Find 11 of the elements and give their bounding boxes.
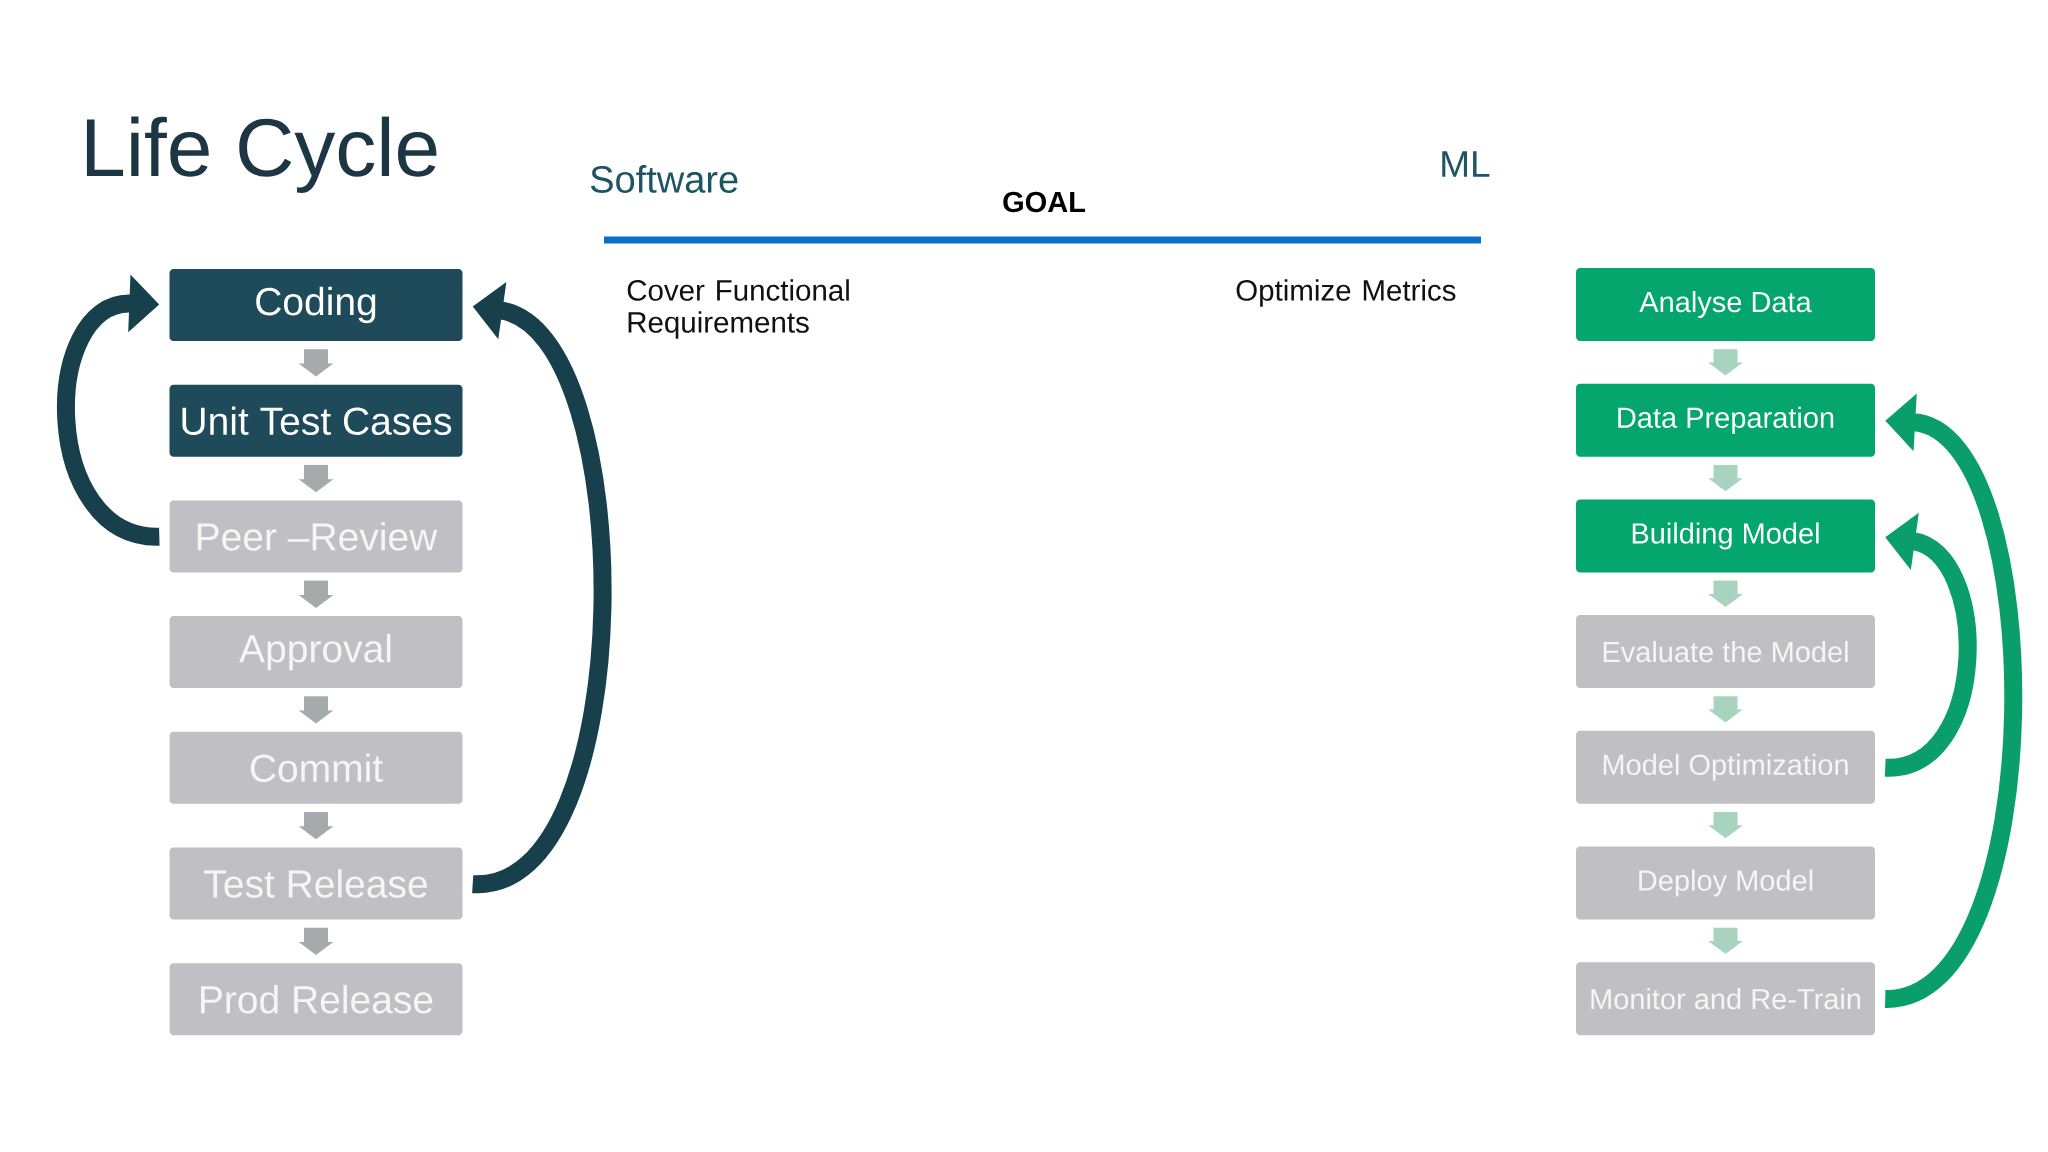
title: Life Cycle <box>86 116 437 193</box>
process-box: Building Model <box>1576 499 1875 573</box>
process-box: Coding <box>169 269 463 341</box>
note-text: Optimize Metrics <box>1236 279 1456 307</box>
scale-end-label: Software <box>590 165 738 193</box>
process-box: Analyse Data <box>1576 268 1875 341</box>
process-box: Unit Test Cases <box>169 384 463 457</box>
note-text: Cover Functional Requirements <box>627 279 849 339</box>
scale-heading: GOAL <box>1003 191 1085 213</box>
scale-end-label: ML <box>1442 151 1490 177</box>
process-box: Data Preparation <box>1576 383 1875 457</box>
